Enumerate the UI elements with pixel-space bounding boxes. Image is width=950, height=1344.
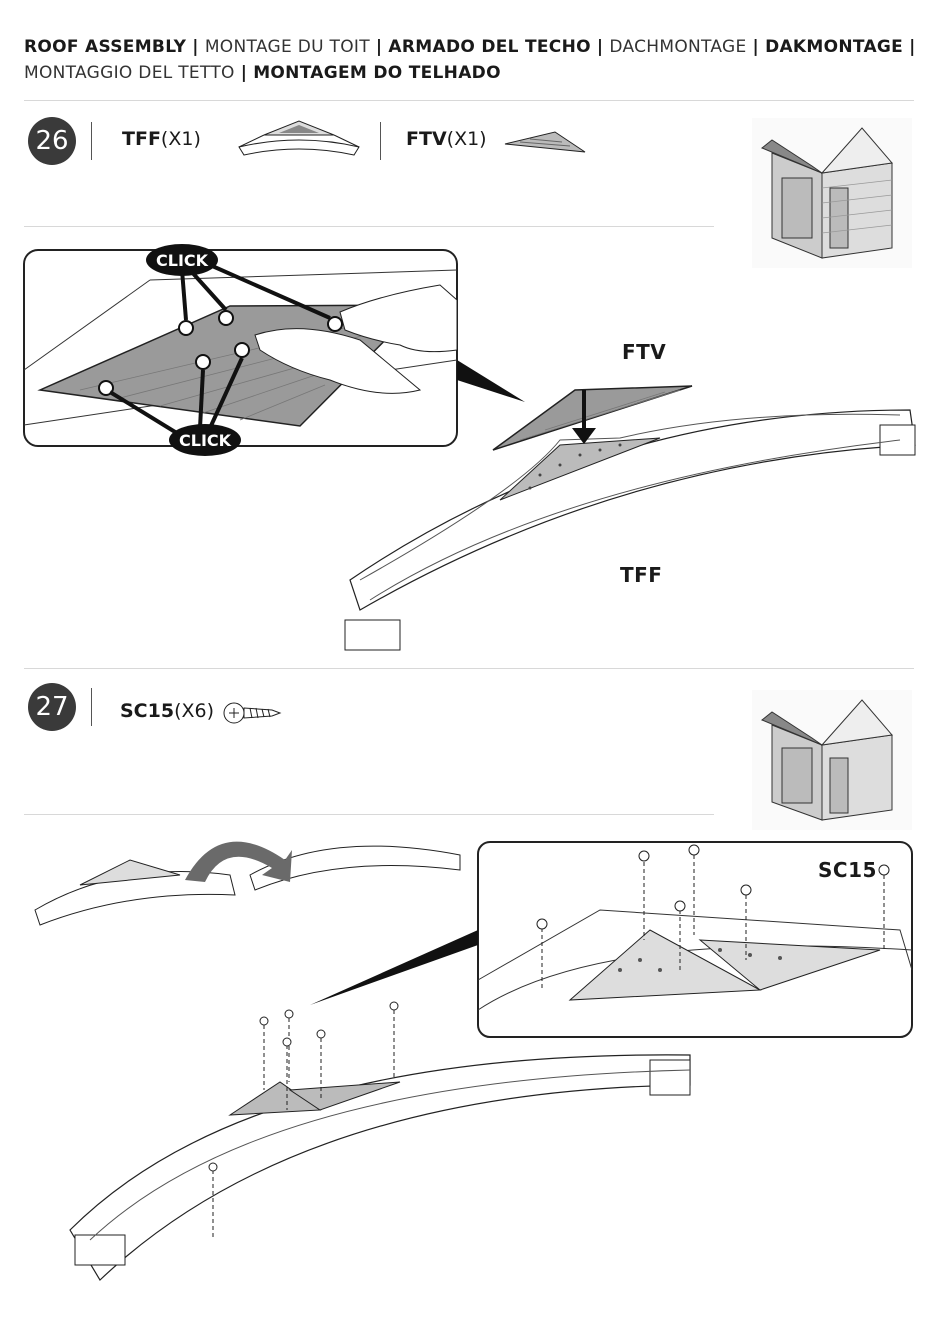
header-divider [24,100,914,101]
title-es: ARMADO DEL TECHO [388,37,590,57]
part-ftv-code: FTV [406,128,447,150]
click-label-bottom: CLICK [179,431,232,450]
ftv-part-icon [500,130,590,160]
part-ftv: FTV(X1) [406,128,487,150]
title-it: MONTAGGIO DEL TETTO [24,63,235,83]
click-label-top: CLICK [156,251,209,270]
step-divider [24,668,914,669]
shed-thumbnail-27 [752,690,912,830]
step-26-number: 26 [28,117,76,165]
part-tff-qty: (X1) [161,128,201,150]
step-27-divider [24,814,714,815]
label-ftv: FTV [622,340,666,364]
inset-label-sc15: SC15 [818,858,877,882]
part-tff-code: TFF [122,128,161,150]
header-line-2: MONTAGGIO DEL TETTO|MONTAGEM DO TELHADO [24,60,924,86]
part-sc15-code: SC15 [120,700,174,722]
part-sc15: SC15(X6) [120,700,214,722]
step-27-bar [91,688,92,726]
curved-arrow-icon [185,842,292,882]
step-27-number: 27 [28,683,76,731]
title-fr: MONTAGE DU TOIT [205,37,370,57]
step-26-divider [24,226,714,227]
screw-icon [222,700,282,730]
title-de: DACHMONTAGE [609,37,746,57]
step-26-illustration: CLICK CLICK [0,240,930,670]
part-sc15-qty: (X6) [174,700,214,722]
part-tff: TFF(X1) [122,128,201,150]
header-line-1: ROOF ASSEMBLY|MONTAGE DU TOIT|ARMADO DEL… [24,34,924,60]
step-26-bar-2 [380,122,381,160]
step-27-illustration [0,820,930,1320]
title-en: ROOF ASSEMBLY [24,37,186,57]
tff-part-icon [234,115,364,165]
title-pt: MONTAGEM DO TELHADO [253,63,501,83]
page-header: ROOF ASSEMBLY|MONTAGE DU TOIT|ARMADO DEL… [24,34,924,86]
title-nl: DAKMONTAGE [765,37,903,57]
step-26-bar [91,122,92,160]
label-tff: TFF [620,563,662,587]
part-ftv-qty: (X1) [447,128,487,150]
